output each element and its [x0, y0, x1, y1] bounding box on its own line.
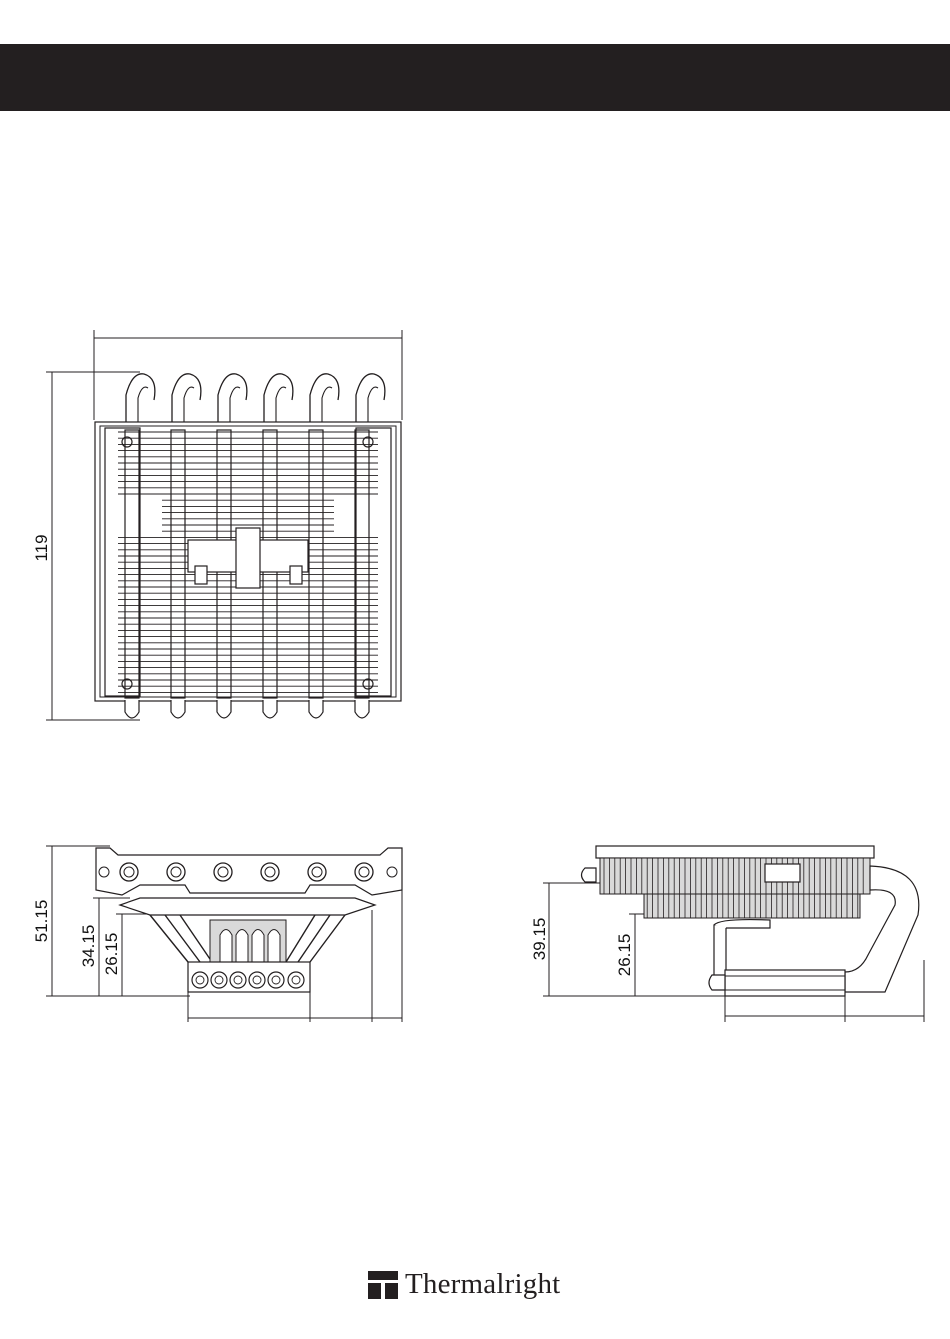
screw-head [167, 863, 185, 881]
base-pipe [230, 972, 246, 988]
front-view-base-height-label: 26.15 [102, 933, 121, 976]
inner-pipe [268, 930, 280, 963]
base-pipe [211, 972, 227, 988]
side-view-total-height-label: 39.15 [530, 918, 549, 961]
thermalright-logo-icon [368, 1269, 398, 1299]
screw-head [355, 863, 373, 881]
heatpipe-tip [171, 700, 185, 718]
inner-pipe [236, 930, 248, 963]
screw-head [261, 863, 279, 881]
screw-head [214, 863, 232, 881]
side-view-drawing [543, 846, 924, 1022]
front-view-mid-height-label: 34.15 [79, 925, 98, 968]
screw-head [387, 867, 397, 877]
heatpipe-tip [125, 700, 139, 718]
screw-head [120, 863, 138, 881]
inner-pipe [252, 930, 264, 963]
brand-logo: Thermalright [368, 1266, 560, 1302]
brand-name: Thermalright [405, 1268, 560, 1301]
heatpipe-tip [263, 700, 277, 718]
heatpipe-tips [125, 700, 369, 718]
side-view-base-height-label: 26.15 [615, 934, 634, 977]
heatpipe-tip [217, 700, 231, 718]
front-view-drawing [46, 846, 402, 1022]
heatpipe-tip [309, 700, 323, 718]
base-pipe [192, 972, 208, 988]
screw-head [99, 867, 109, 877]
screw-head [308, 863, 326, 881]
heatpipe-tip [355, 700, 369, 718]
front-view-total-height-label: 51.15 [32, 900, 51, 943]
base-pipe [249, 972, 265, 988]
base-pipe [288, 972, 304, 988]
top-view-drawing [46, 330, 402, 720]
base-pipe [268, 972, 284, 988]
inner-pipe [220, 930, 232, 963]
top-view-height-label: 119 [32, 534, 51, 561]
